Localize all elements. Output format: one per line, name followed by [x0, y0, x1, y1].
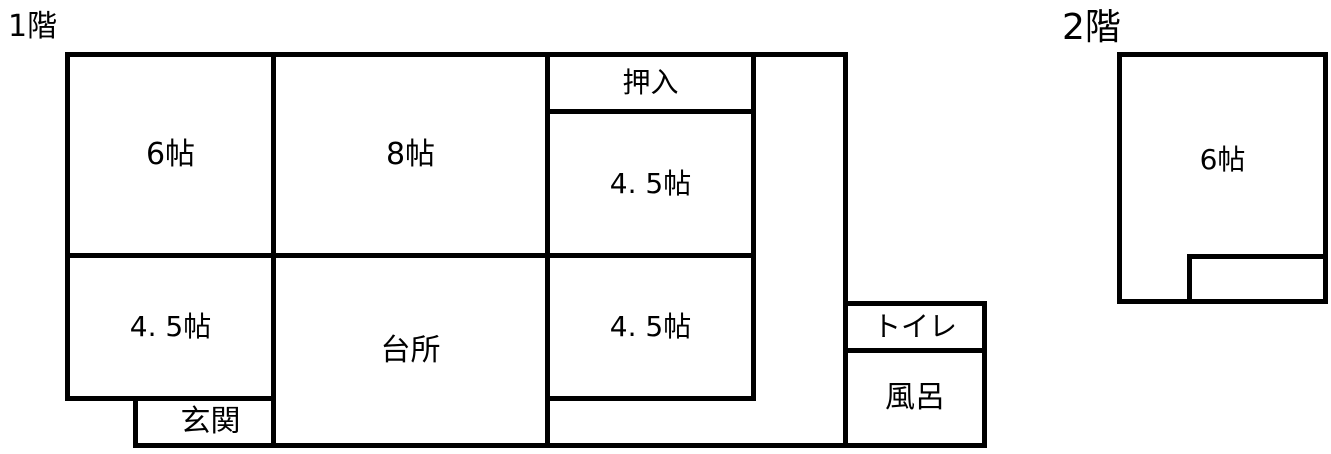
wall-toilet-bath-divider: [843, 348, 987, 353]
wall-2f-right: [1323, 52, 1328, 304]
wall-entrance-left: [133, 396, 138, 448]
wall-left: [65, 52, 70, 400]
wall-v-547: [545, 52, 550, 448]
wall-v-273: [271, 52, 276, 448]
room-6jo-label: 6帖: [145, 137, 196, 172]
wall-bath-right: [982, 301, 987, 448]
wall-toilet-top: [843, 301, 987, 306]
wall-v-753: [751, 52, 756, 400]
wall-2f-closet-left: [1187, 254, 1192, 304]
kitchen-label: 台所: [380, 332, 441, 368]
floor-1-label: 1階: [8, 9, 58, 44]
wall-top: [65, 52, 848, 57]
wall-lower-right-bottom: [545, 396, 756, 401]
room-8jo-label: 8帖: [385, 137, 436, 172]
wall-v-845: [843, 52, 848, 448]
wall-2f-closet-top: [1187, 254, 1328, 259]
wall-left-bottom: [65, 396, 276, 401]
room-4-5jo-lower-right-label: 4. 5帖: [609, 310, 692, 343]
wall-bottom: [133, 443, 987, 448]
floor-2-label: 2階: [1062, 7, 1121, 48]
toilet-label: トイレ: [872, 310, 957, 343]
wall-2f-bottom: [1117, 299, 1328, 304]
wall-closet-bottom: [545, 109, 756, 114]
room-6jo-2f-label: 6帖: [1199, 143, 1246, 176]
wall-h-mid: [65, 253, 756, 258]
wall-2f-top: [1117, 52, 1328, 57]
entrance-label: 玄関: [180, 404, 241, 439]
room-4-5jo-lower-left-label: 4. 5帖: [129, 310, 212, 343]
bath-label: 風呂: [885, 380, 945, 415]
room-4-5jo-upper-right-label: 4. 5帖: [609, 166, 692, 200]
closet-label: 押入: [622, 66, 679, 99]
wall-2f-left: [1117, 52, 1122, 304]
